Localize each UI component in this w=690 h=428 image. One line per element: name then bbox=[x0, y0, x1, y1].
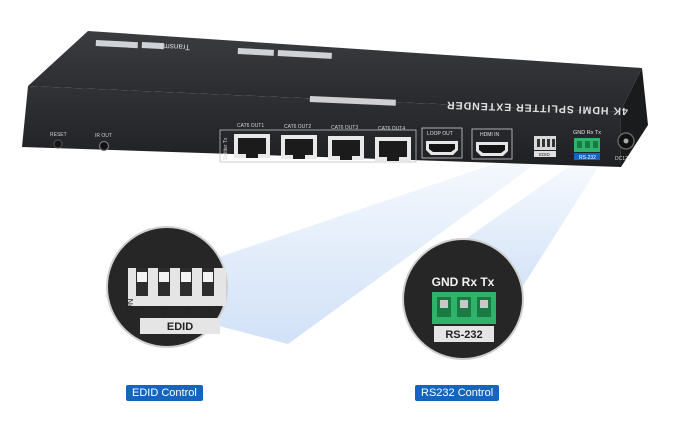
cat6-out2-label: CAT6 OUT2 bbox=[284, 124, 311, 130]
edid-switch-small: EDID bbox=[534, 136, 556, 157]
chassis-top bbox=[28, 31, 642, 112]
ir-out-jack bbox=[98, 140, 110, 152]
top-badge bbox=[237, 48, 274, 56]
cat6-out2-port bbox=[281, 135, 317, 159]
edid-control-caption: EDID Control bbox=[126, 385, 203, 401]
cat6-out4-label: CAT6 OUT4 bbox=[378, 126, 405, 132]
edid-zoom-callout: ON 1 2 3 4 EDID bbox=[106, 226, 228, 348]
rs232-zoom-callout: GND Rx Tx RS-232 bbox=[402, 238, 524, 360]
rs232-zoom-header: GND Rx Tx bbox=[432, 275, 495, 289]
dc-jack-pin bbox=[623, 138, 629, 144]
hdmi-in-label: HDMI IN bbox=[480, 132, 500, 138]
edid-on-label: ON bbox=[125, 299, 135, 313]
model-tag bbox=[309, 96, 396, 106]
cat6-out3-label: CAT6 OUT3 bbox=[331, 125, 358, 131]
cat6-out3-port bbox=[328, 136, 364, 160]
splitter-tx-frame bbox=[219, 129, 417, 163]
cat6-out1-port bbox=[234, 134, 270, 158]
ir-out-label: IR OUT bbox=[95, 133, 112, 139]
loop-out-frame bbox=[421, 127, 463, 159]
reset-button bbox=[53, 139, 63, 149]
rs232-control-caption: RS232 Control bbox=[415, 385, 500, 401]
splitter-tx-label: Splitter Tx bbox=[223, 137, 229, 160]
top-label-strip: Transmitter bbox=[149, 41, 190, 51]
top-label-text: Transmitter bbox=[149, 41, 190, 51]
top-badge bbox=[95, 40, 138, 49]
edid-switch-4-label: 4 bbox=[206, 307, 212, 318]
edid-switch-3-label: 3 bbox=[184, 307, 190, 318]
hdmi-in-frame bbox=[471, 128, 513, 160]
top-badge bbox=[277, 50, 332, 59]
hdmi-in-socket bbox=[479, 145, 505, 153]
rs232-small-label: RS-232 bbox=[579, 155, 596, 161]
edid-switch-2-label: 2 bbox=[162, 307, 168, 318]
cat6-out4-port bbox=[375, 137, 411, 161]
edid-small-label: EDID bbox=[539, 152, 551, 157]
chassis-front bbox=[22, 86, 621, 167]
edid-zoom-label: EDID bbox=[167, 321, 193, 333]
rs232-terminal-small bbox=[574, 138, 600, 152]
gnd-rx-tx-small-label: GND Rx Tx bbox=[573, 130, 601, 136]
top-badge bbox=[141, 42, 164, 50]
rs232-zoom-label: RS-232 bbox=[445, 329, 482, 341]
dc12v-label: DC12V bbox=[615, 156, 632, 162]
reset-label: RESET bbox=[50, 132, 67, 138]
edid-switch-1-label: 1 bbox=[140, 307, 146, 318]
loop-out-socket bbox=[429, 144, 455, 152]
cat6-out1-label: CAT6 OUT1 bbox=[237, 123, 264, 129]
rs232-small-tag bbox=[574, 153, 600, 160]
loop-out-label: LOOP OUT bbox=[427, 131, 453, 137]
